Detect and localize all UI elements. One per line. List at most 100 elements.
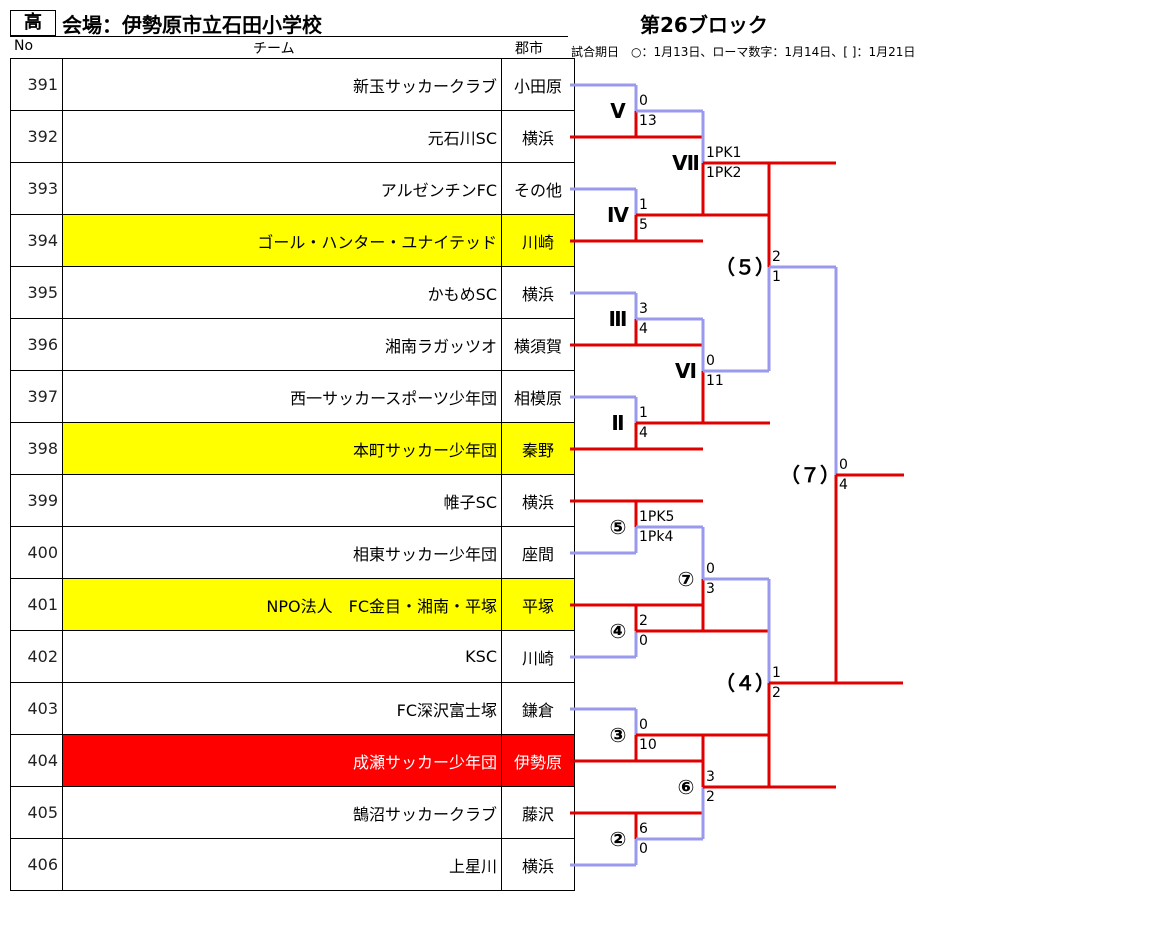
team-city: 川崎 [501, 630, 575, 683]
match-label: Ⅶ [672, 151, 700, 175]
team-city: 平塚 [501, 578, 575, 631]
team-name: ゴール・ハンター・ユナイテッド [62, 214, 502, 267]
date-legend: 試合期日 ○：1月13日、ローマ数字：1月14日、[ ]：1月21日 [571, 45, 916, 59]
score-bottom: 2 [706, 789, 715, 805]
match-label: （５） [715, 255, 775, 279]
venue-title: 会場：伊勢原市立石田小学校 [62, 13, 322, 37]
team-number: 397 [10, 370, 63, 423]
score-top: 1 [639, 405, 648, 421]
score-bottom: 10 [639, 737, 657, 753]
score-top: 2 [772, 249, 781, 265]
team-city: 鎌倉 [501, 682, 575, 735]
score-bottom: 2 [772, 685, 781, 701]
team-name: 湘南ラガッツオ [62, 318, 502, 371]
match-label: Ⅵ [675, 359, 697, 383]
match-label: ⑥ [678, 775, 695, 799]
team-name: 西一サッカースポーツ少年団 [62, 370, 502, 423]
team-number: 394 [10, 214, 63, 267]
team-name: KSC [62, 630, 502, 683]
header-underline [10, 36, 568, 37]
score-top: 1PK1 [706, 145, 741, 161]
score-top: 0 [639, 93, 648, 109]
match-label: ③ [610, 723, 627, 747]
match-label: ④ [610, 619, 627, 643]
team-name: 帷子SC [62, 474, 502, 527]
match-label: Ⅲ [609, 307, 628, 331]
score-top: 0 [706, 353, 715, 369]
score-bottom: 1PK2 [706, 165, 741, 181]
score-top: 3 [639, 301, 648, 317]
team-name: FC深沢富士塚 [62, 682, 502, 735]
team-number: 396 [10, 318, 63, 371]
score-bottom: 13 [639, 113, 657, 129]
team-name: 成瀬サッカー少年団 [62, 734, 502, 787]
team-name: かもめSC [62, 266, 502, 319]
score-top: 1 [639, 197, 648, 213]
column-header-city: 郡市 [515, 41, 543, 57]
team-city: 横須賀 [501, 318, 575, 371]
score-top: 0 [639, 717, 648, 733]
team-city: 横浜 [501, 266, 575, 319]
score-bottom: 11 [706, 373, 724, 389]
team-name: NPO法人 FC金目・湘南・平塚 [62, 578, 502, 631]
block-title: 第26ブロック [640, 13, 768, 37]
team-name: アルゼンチンFC [62, 162, 502, 215]
team-number: 403 [10, 682, 63, 735]
score-bottom: 0 [639, 841, 648, 857]
match-label: Ⅳ [607, 203, 629, 227]
team-city: 川崎 [501, 214, 575, 267]
team-city: 相模原 [501, 370, 575, 423]
score-top: 0 [839, 457, 848, 473]
score-top: 1PK5 [639, 509, 674, 525]
score-bottom: 4 [639, 425, 648, 441]
team-city: 秦野 [501, 422, 575, 475]
score-top: 0 [706, 561, 715, 577]
match-label: （７） [780, 463, 840, 487]
team-city: 伊勢原 [501, 734, 575, 787]
score-bottom: 5 [639, 217, 648, 233]
team-number: 405 [10, 786, 63, 839]
match-label: ⑦ [678, 567, 695, 591]
match-label: Ⅴ [610, 99, 626, 123]
team-name: 鵠沼サッカークラブ [62, 786, 502, 839]
score-top: 1 [772, 665, 781, 681]
column-header-team: チーム [253, 41, 295, 57]
team-number: 393 [10, 162, 63, 215]
score-bottom: 3 [706, 581, 715, 597]
score-bottom: 1Pk4 [639, 529, 673, 545]
team-city: 横浜 [501, 474, 575, 527]
team-number: 399 [10, 474, 63, 527]
level-tag: 高 [10, 10, 56, 36]
team-number: 392 [10, 110, 63, 163]
team-number: 401 [10, 578, 63, 631]
score-top: 3 [706, 769, 715, 785]
match-label: Ⅱ [611, 411, 624, 435]
column-header-no: No [14, 38, 34, 54]
team-name: 上星川 [62, 838, 502, 891]
score-top: 6 [639, 821, 648, 837]
match-label: （４） [715, 671, 775, 695]
score-bottom: 4 [639, 321, 648, 337]
score-top: 2 [639, 613, 648, 629]
team-name: 本町サッカー少年団 [62, 422, 502, 475]
match-label: ⑤ [610, 515, 627, 539]
score-bottom: 1 [772, 269, 781, 285]
match-label: ② [610, 827, 627, 851]
score-bottom: 0 [639, 633, 648, 649]
